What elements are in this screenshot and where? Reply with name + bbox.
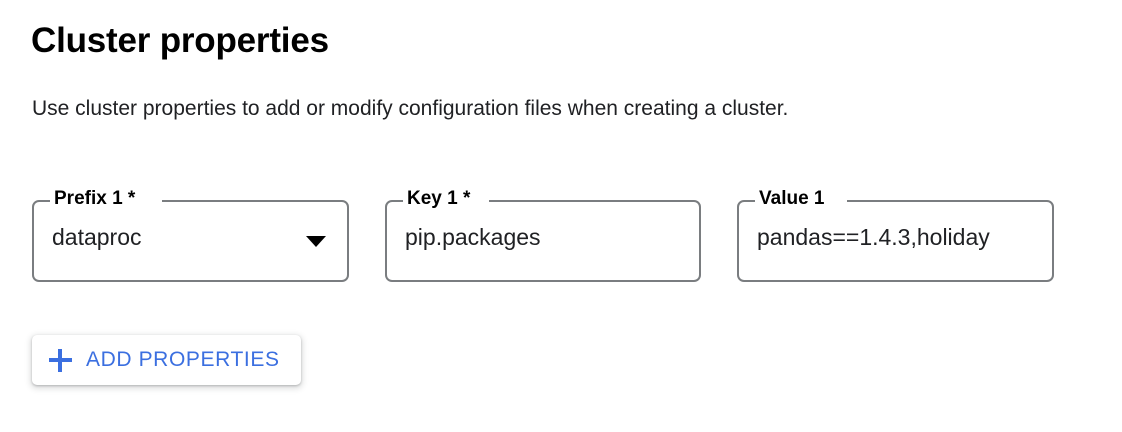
page-title: Cluster properties (31, 21, 329, 60)
value-field[interactable]: Value 1 pandas==1.4.3,holiday (737, 188, 1054, 282)
properties-row: Prefix 1 * dataproc Key 1 * pip.packages… (0, 188, 1122, 300)
prefix-field[interactable]: Prefix 1 * dataproc (32, 188, 349, 282)
value-input-value[interactable]: pandas==1.4.3,holiday (757, 224, 990, 250)
prefix-field-label: Prefix 1 * (54, 188, 136, 209)
key-field[interactable]: Key 1 * pip.packages (385, 188, 701, 282)
field-notch (403, 198, 489, 202)
prefix-select-value[interactable]: dataproc (52, 224, 142, 250)
chevron-down-icon[interactable] (306, 236, 326, 247)
value-field-label: Value 1 (759, 188, 825, 209)
field-notch (755, 198, 847, 202)
key-field-label: Key 1 * (407, 188, 471, 209)
field-notch (50, 198, 162, 202)
key-input-value[interactable]: pip.packages (405, 224, 541, 250)
plus-icon (49, 348, 72, 372)
add-properties-button-label: ADD PROPERTIES (86, 348, 280, 371)
page-description: Use cluster properties to add or modify … (32, 97, 789, 120)
add-properties-button[interactable]: ADD PROPERTIES (32, 335, 301, 385)
